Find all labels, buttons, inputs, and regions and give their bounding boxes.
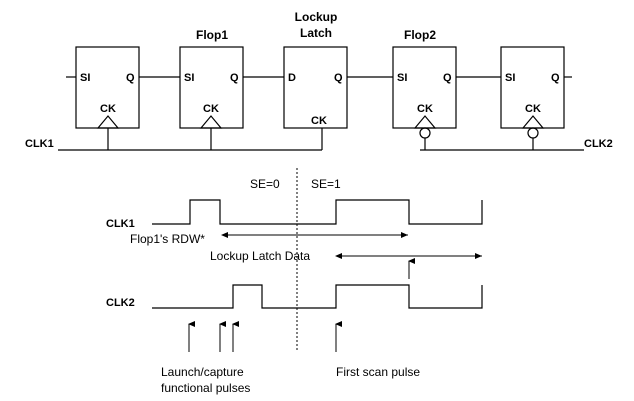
latch-caption-line1: Lockup: [295, 10, 338, 24]
clock-triangle-flop1: [199, 115, 223, 129]
clock-inverter-bubble-flop2: [419, 127, 431, 139]
cell1-q-pin: Q: [126, 72, 135, 84]
se1-label: SE=1: [311, 177, 341, 191]
lockup-data-label: Lockup Latch Data: [210, 249, 310, 263]
clock-inverter-bubble-5: [527, 127, 539, 139]
latch-d-pin: D: [288, 72, 296, 84]
clk2-waveform: [152, 284, 483, 309]
flop1-rdw-label: Flop1's RDW*: [130, 232, 205, 246]
timing-clk1-label: CLK1: [106, 218, 135, 230]
launch-label-line1: Launch/capture: [161, 365, 244, 379]
lockup-latch-cell: [283, 46, 348, 129]
first-scan-label: First scan pulse: [336, 365, 420, 379]
clk1-waveform: [152, 199, 483, 225]
se0-label: SE=0: [250, 177, 280, 191]
latch-caption-line2: Latch: [300, 26, 332, 40]
flop2-ck-pin: CK: [417, 103, 433, 115]
schematic-clk2-label: CLK2: [584, 138, 613, 150]
latch-q-pin: Q: [334, 72, 343, 84]
schematic-labels: Flop1 Lockup Latch Flop2 SI Q CK SI Q CK…: [25, 10, 613, 150]
flop1-ck-pin: CK: [203, 103, 219, 115]
latch-ck-pin: CK: [311, 115, 327, 127]
launch-label-line2: functional pulses: [161, 381, 250, 395]
schematic: [58, 46, 584, 151]
timing-clk2-label: CLK2: [106, 297, 135, 309]
cell1-ck-pin: CK: [100, 103, 116, 115]
flop1-caption: Flop1: [196, 28, 228, 42]
cell5-q-pin: Q: [551, 72, 560, 84]
flop2-si-pin: SI: [397, 72, 407, 84]
schematic-clk1-label: CLK1: [25, 138, 54, 150]
cell5-ck-pin: CK: [525, 103, 541, 115]
cell5-si-pin: SI: [505, 72, 515, 84]
flop2-q-pin: Q: [443, 72, 452, 84]
cell1-si-pin: SI: [80, 72, 90, 84]
flop1-si-pin: SI: [184, 72, 194, 84]
clock-triangle-flop2: [413, 115, 437, 129]
flop2-caption: Flop2: [404, 28, 436, 42]
clock-triangle-1: [96, 115, 120, 129]
flop1-q-pin: Q: [230, 72, 239, 84]
timing-diagram: SE=0 SE=1 CLK1 Flop1's RDW* Lockup Latch…: [106, 168, 483, 395]
clock-triangle-5: [521, 115, 545, 129]
